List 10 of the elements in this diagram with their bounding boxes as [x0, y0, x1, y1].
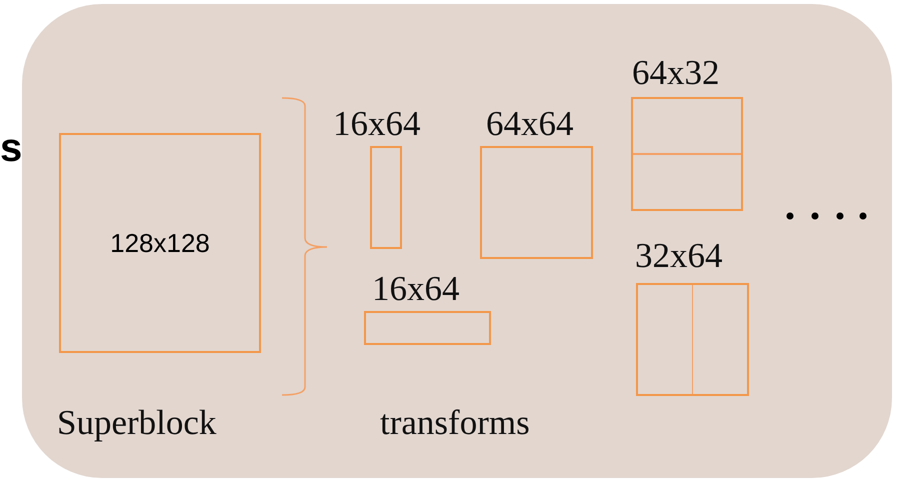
cut-off-text: s: [0, 128, 22, 168]
size-label: 32x64: [635, 238, 722, 273]
panel-background: [22, 4, 892, 478]
size-label: 64x32: [632, 55, 720, 90]
caption-text: transforms: [380, 405, 530, 440]
size-label: 64x64: [486, 106, 574, 141]
size-label: 128x128: [110, 228, 210, 258]
caption-text: Superblock: [57, 405, 216, 440]
size-label: 16x64: [372, 271, 460, 306]
size-label: 16x64: [333, 106, 420, 141]
